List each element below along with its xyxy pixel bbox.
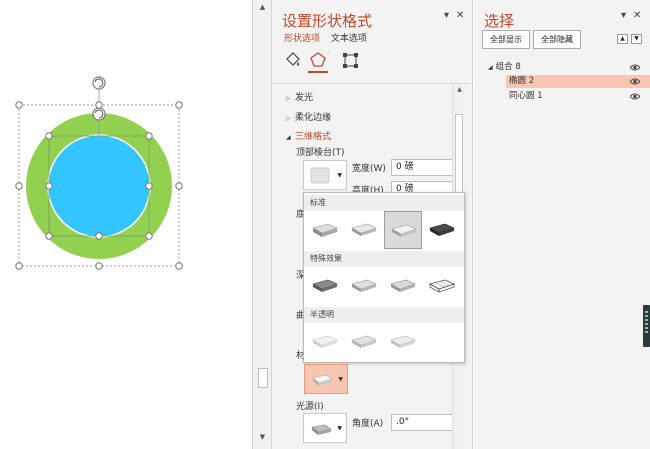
canvas-vertical-scrollbar[interactable]: ▲ ▼ xyxy=(252,0,272,449)
pane-close-icon[interactable]: ✕ xyxy=(633,10,642,21)
shape-rotate-handle[interactable] xyxy=(92,107,106,121)
size-properties-icon[interactable] xyxy=(340,50,360,70)
scroll-down-arrow-icon[interactable]: ▼ xyxy=(259,433,266,441)
bevel-option[interactable] xyxy=(306,267,344,305)
slide-canvas[interactable] xyxy=(0,0,252,449)
depth-label: 深 xyxy=(296,271,306,281)
chevron-down-icon: ▼ xyxy=(337,425,342,432)
panel-tabs: 形状选项 文本选项 xyxy=(284,31,375,44)
material-dropdown[interactable]: ▼ xyxy=(304,364,348,394)
bevel-option-selected[interactable] xyxy=(384,211,422,249)
group-header-special-effects: 特殊效果 xyxy=(304,251,464,267)
scroll-up-arrow-icon[interactable]: ▲ xyxy=(457,86,462,93)
panel-close-icon[interactable]: ✕ xyxy=(456,10,465,21)
visibility-eye-icon[interactable] xyxy=(630,64,640,71)
tree-item-group[interactable]: ◢组合 8 xyxy=(474,61,650,74)
lighting-preview-icon xyxy=(311,424,332,435)
height-label: 高度(H) xyxy=(352,186,384,196)
group-rotate-handle[interactable] xyxy=(92,76,106,90)
bevel-option[interactable] xyxy=(423,267,461,305)
format-panel-title: 设置形状格式 xyxy=(282,12,373,30)
material-preview-icon xyxy=(312,374,333,386)
top-bevel-dropdown[interactable]: ▼ xyxy=(303,160,347,190)
angle-label: 角度(A) xyxy=(352,419,384,429)
side-meter-widget[interactable] xyxy=(643,305,650,347)
show-all-button[interactable]: 全部显示 xyxy=(482,30,530,49)
tree-item-concentric-circle[interactable]: 同心圆 1 xyxy=(506,90,650,103)
top-bevel-label: 顶部棱台(T) xyxy=(296,148,345,158)
group-header-translucent: 半透明 xyxy=(304,307,464,323)
shape-resize-handles[interactable] xyxy=(45,132,153,240)
expand-triangle-icon[interactable]: ◢ xyxy=(488,64,493,71)
scroll-up-arrow-icon[interactable]: ▲ xyxy=(259,3,266,11)
bevel-option[interactable] xyxy=(345,267,383,305)
tree-item-ellipse[interactable]: 椭圆 2 xyxy=(506,75,650,88)
bevel-option[interactable] xyxy=(345,323,383,361)
send-backward-icon[interactable]: ▼ xyxy=(631,34,642,44)
material-label: 材 xyxy=(296,351,306,361)
shape-group-canvas xyxy=(15,76,183,270)
pane-dropdown-icon[interactable]: ▾ xyxy=(621,10,627,21)
tab-text-options[interactable]: 文本选项 xyxy=(330,34,367,44)
bottom-bevel-label: 底 xyxy=(296,210,306,220)
panel-dropdown-icon[interactable]: ▾ xyxy=(444,10,450,21)
inner-blue-circle[interactable] xyxy=(47,134,151,238)
bring-forward-icon[interactable]: ▲ xyxy=(617,34,628,44)
tab-shape-options[interactable]: 形状选项 xyxy=(284,34,321,44)
group-resize-handles[interactable] xyxy=(15,101,183,270)
width-input[interactable]: 0 磅 xyxy=(391,159,453,176)
bevel-option[interactable] xyxy=(384,267,422,305)
bevel-option[interactable] xyxy=(384,323,422,361)
bevel-option[interactable] xyxy=(306,323,344,361)
bevel-option[interactable] xyxy=(345,211,383,249)
bevel-option[interactable] xyxy=(306,211,344,249)
scrollbar-thumb[interactable] xyxy=(258,368,268,388)
bevel-option[interactable] xyxy=(423,211,461,249)
lighting-label: 光源(I) xyxy=(296,402,324,412)
contour-label: 曲 xyxy=(296,311,306,321)
selection-pane: 选择 ▾ ✕ 全部显示 全部隐藏 ▲ ▼ ◢组合 8 椭圆 2 同心圆 1 xyxy=(474,0,650,449)
lighting-dropdown[interactable]: ▼ xyxy=(303,413,347,443)
section-3d-format[interactable]: ◢三维格式 xyxy=(286,132,332,142)
width-label: 宽度(W) xyxy=(352,164,386,174)
visibility-eye-icon[interactable] xyxy=(630,93,640,100)
fill-bucket-icon[interactable] xyxy=(282,50,302,70)
angle-input[interactable]: .0° xyxy=(391,414,453,431)
chevron-down-icon: ▼ xyxy=(338,376,343,383)
selection-pane-title: 选择 xyxy=(484,12,515,30)
active-category-underline xyxy=(308,71,328,73)
bevel-gallery-popup: 标准 特殊效果 半透明 xyxy=(303,192,465,363)
section-glow[interactable]: ▷发光 xyxy=(286,93,314,103)
visibility-eye-icon[interactable] xyxy=(630,78,640,85)
panel-separator xyxy=(272,83,473,84)
group-header-standard: 标准 xyxy=(304,195,464,211)
section-soft-edges[interactable]: ▷柔化边缘 xyxy=(286,113,332,123)
bevel-preview-icon xyxy=(310,167,330,184)
effects-pentagon-icon[interactable] xyxy=(308,50,328,70)
chevron-down-icon: ▼ xyxy=(337,172,342,179)
hide-all-button[interactable]: 全部隐藏 xyxy=(533,30,581,49)
